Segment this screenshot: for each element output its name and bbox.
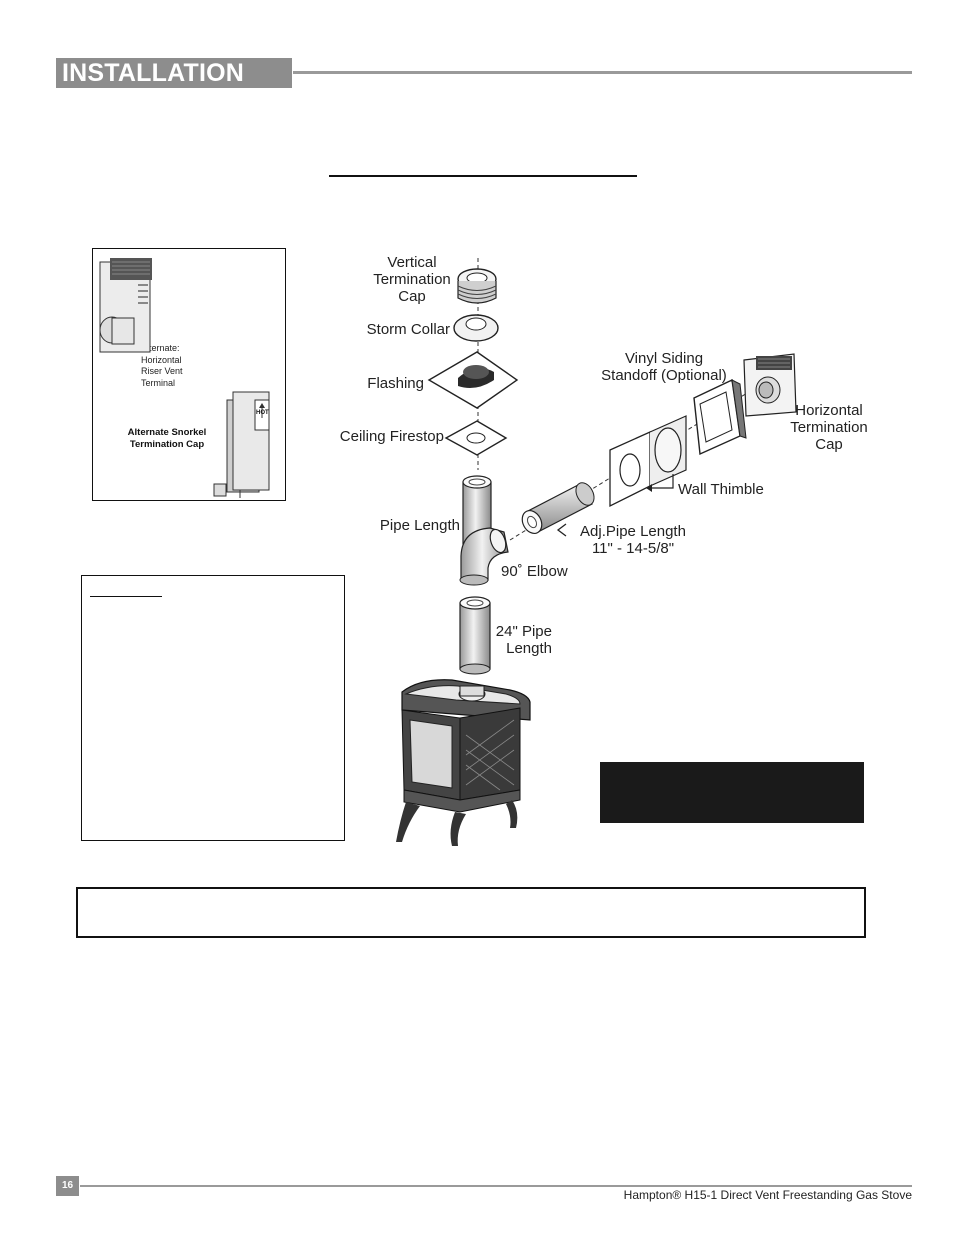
flashing-icon — [427, 351, 519, 409]
warning-panel — [600, 762, 864, 823]
footer-rule — [80, 1185, 912, 1187]
hot-tag: HOT — [256, 410, 269, 416]
adjustable-pipe-icon — [521, 482, 595, 537]
figure-title-rule — [329, 175, 637, 177]
elbow-label: 90˚ Elbow — [501, 563, 568, 580]
riser-vent-label: Alternate: Horizontal Riser Vent Termina… — [141, 343, 183, 388]
riser-vent-terminal-icon — [99, 258, 152, 353]
pipe-length-label: Pipe Length — [379, 517, 460, 534]
adj-pipe-label: Adj.Pipe Length 11" - 14-5/8" — [580, 523, 686, 557]
notes-heading-rule — [90, 596, 162, 597]
wall-thimble-label: Wall Thimble — [678, 481, 764, 498]
section-title: INSTALLATION — [56, 58, 292, 88]
horizontal-termination-cap-icon — [743, 353, 797, 417]
ceiling-firestop-icon — [444, 420, 508, 456]
vinyl-siding-standoff-icon — [693, 378, 747, 456]
horizontal-cap-label: Horizontal Termination Cap — [790, 402, 868, 453]
vertical-termination-cap-icon — [457, 268, 497, 304]
storm-collar-icon — [453, 314, 499, 342]
flashing-label: Flashing — [367, 375, 424, 392]
page-number: 16 — [56, 1176, 79, 1196]
snorkel-termination-icon — [213, 391, 270, 498]
wall-thimble-icon — [609, 415, 687, 508]
ceiling-firestop-label: Ceiling Firestop — [339, 428, 444, 445]
note-box — [76, 887, 866, 938]
pipe-24-label: 24" Pipe Length — [495, 623, 552, 657]
snorkel-cap-label: Alternate Snorkel Termination Cap — [127, 427, 207, 450]
vinyl-siding-label: Vinyl Siding Standoff (Optional) — [601, 350, 727, 384]
header-rule — [293, 71, 912, 74]
stove-icon — [396, 679, 531, 846]
notes-box — [81, 575, 345, 841]
footer-product-name: Hampton® H15-1 Direct Vent Freestanding … — [623, 1188, 912, 1202]
elbow-icon — [459, 527, 509, 586]
pipe-24-icon — [459, 596, 491, 675]
storm-collar-label: Storm Collar — [366, 321, 450, 338]
vertical-cap-label: Vertical Termination Cap — [373, 254, 451, 305]
